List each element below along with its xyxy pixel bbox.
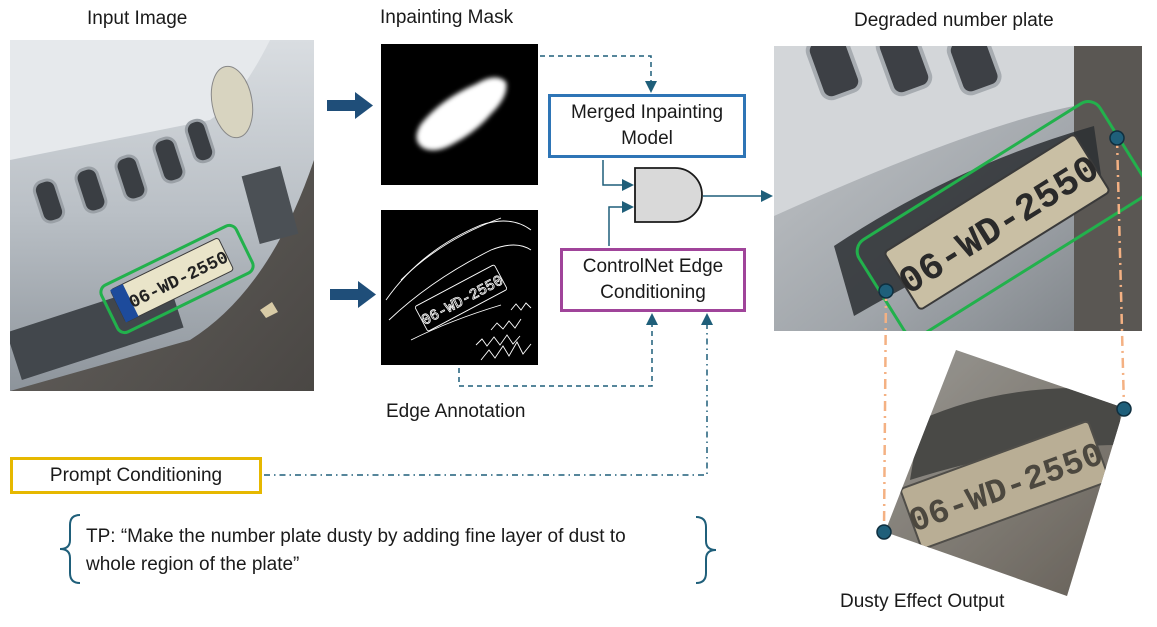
left-brace	[59, 514, 81, 584]
edge-annotation-label: Edge Annotation	[386, 401, 526, 422]
prompt-conditioning-label: Prompt Conditioning	[49, 464, 223, 486]
prompt-text-line2: whole region of the plate”	[86, 554, 300, 575]
merged-inpainting-model-box: Merged Inpainting Model	[548, 94, 746, 158]
degraded-plate-label: Degraded number plate	[854, 10, 1054, 31]
prompt-conditioning-box: Prompt Conditioning	[10, 457, 262, 494]
and-gate	[634, 167, 703, 223]
inpainting-mask-label: Inpainting Mask	[380, 7, 514, 28]
right-brace	[695, 516, 717, 584]
dusty-output-label: Dusty Effect Output	[840, 591, 1005, 612]
edge-annotation-image: 06-WD-2550	[381, 210, 538, 365]
input-plate-outline	[99, 223, 255, 335]
input-image-label: Input Image	[87, 8, 188, 29]
prompt-text-line1: TP: “Make the number plate dusty by addi…	[86, 526, 626, 547]
merged-model-label-line2: Model	[621, 128, 673, 149]
arrow-model-to-gate	[602, 160, 634, 191]
controlnet-label-line2: Conditioning	[600, 282, 706, 303]
controlnet-label-line1: ControlNet Edge	[582, 256, 724, 277]
input-image: 06-WD-2550	[10, 40, 314, 391]
inpainting-mask-image	[381, 44, 538, 185]
dusty-output-image: 06-WD-2550	[860, 350, 1140, 600]
degraded-plate-image: 06-WD-2550	[774, 46, 1142, 331]
arrow-controlnet-to-gate	[608, 201, 634, 246]
merged-model-label-line1: Merged Inpainting	[570, 102, 724, 123]
controlnet-edge-conditioning-box: ControlNet Edge Conditioning	[560, 248, 746, 312]
dashed-arrow-mask-to-model	[540, 55, 657, 93]
block-arrow-to-edge	[330, 281, 376, 308]
block-arrow-to-mask	[327, 92, 373, 119]
